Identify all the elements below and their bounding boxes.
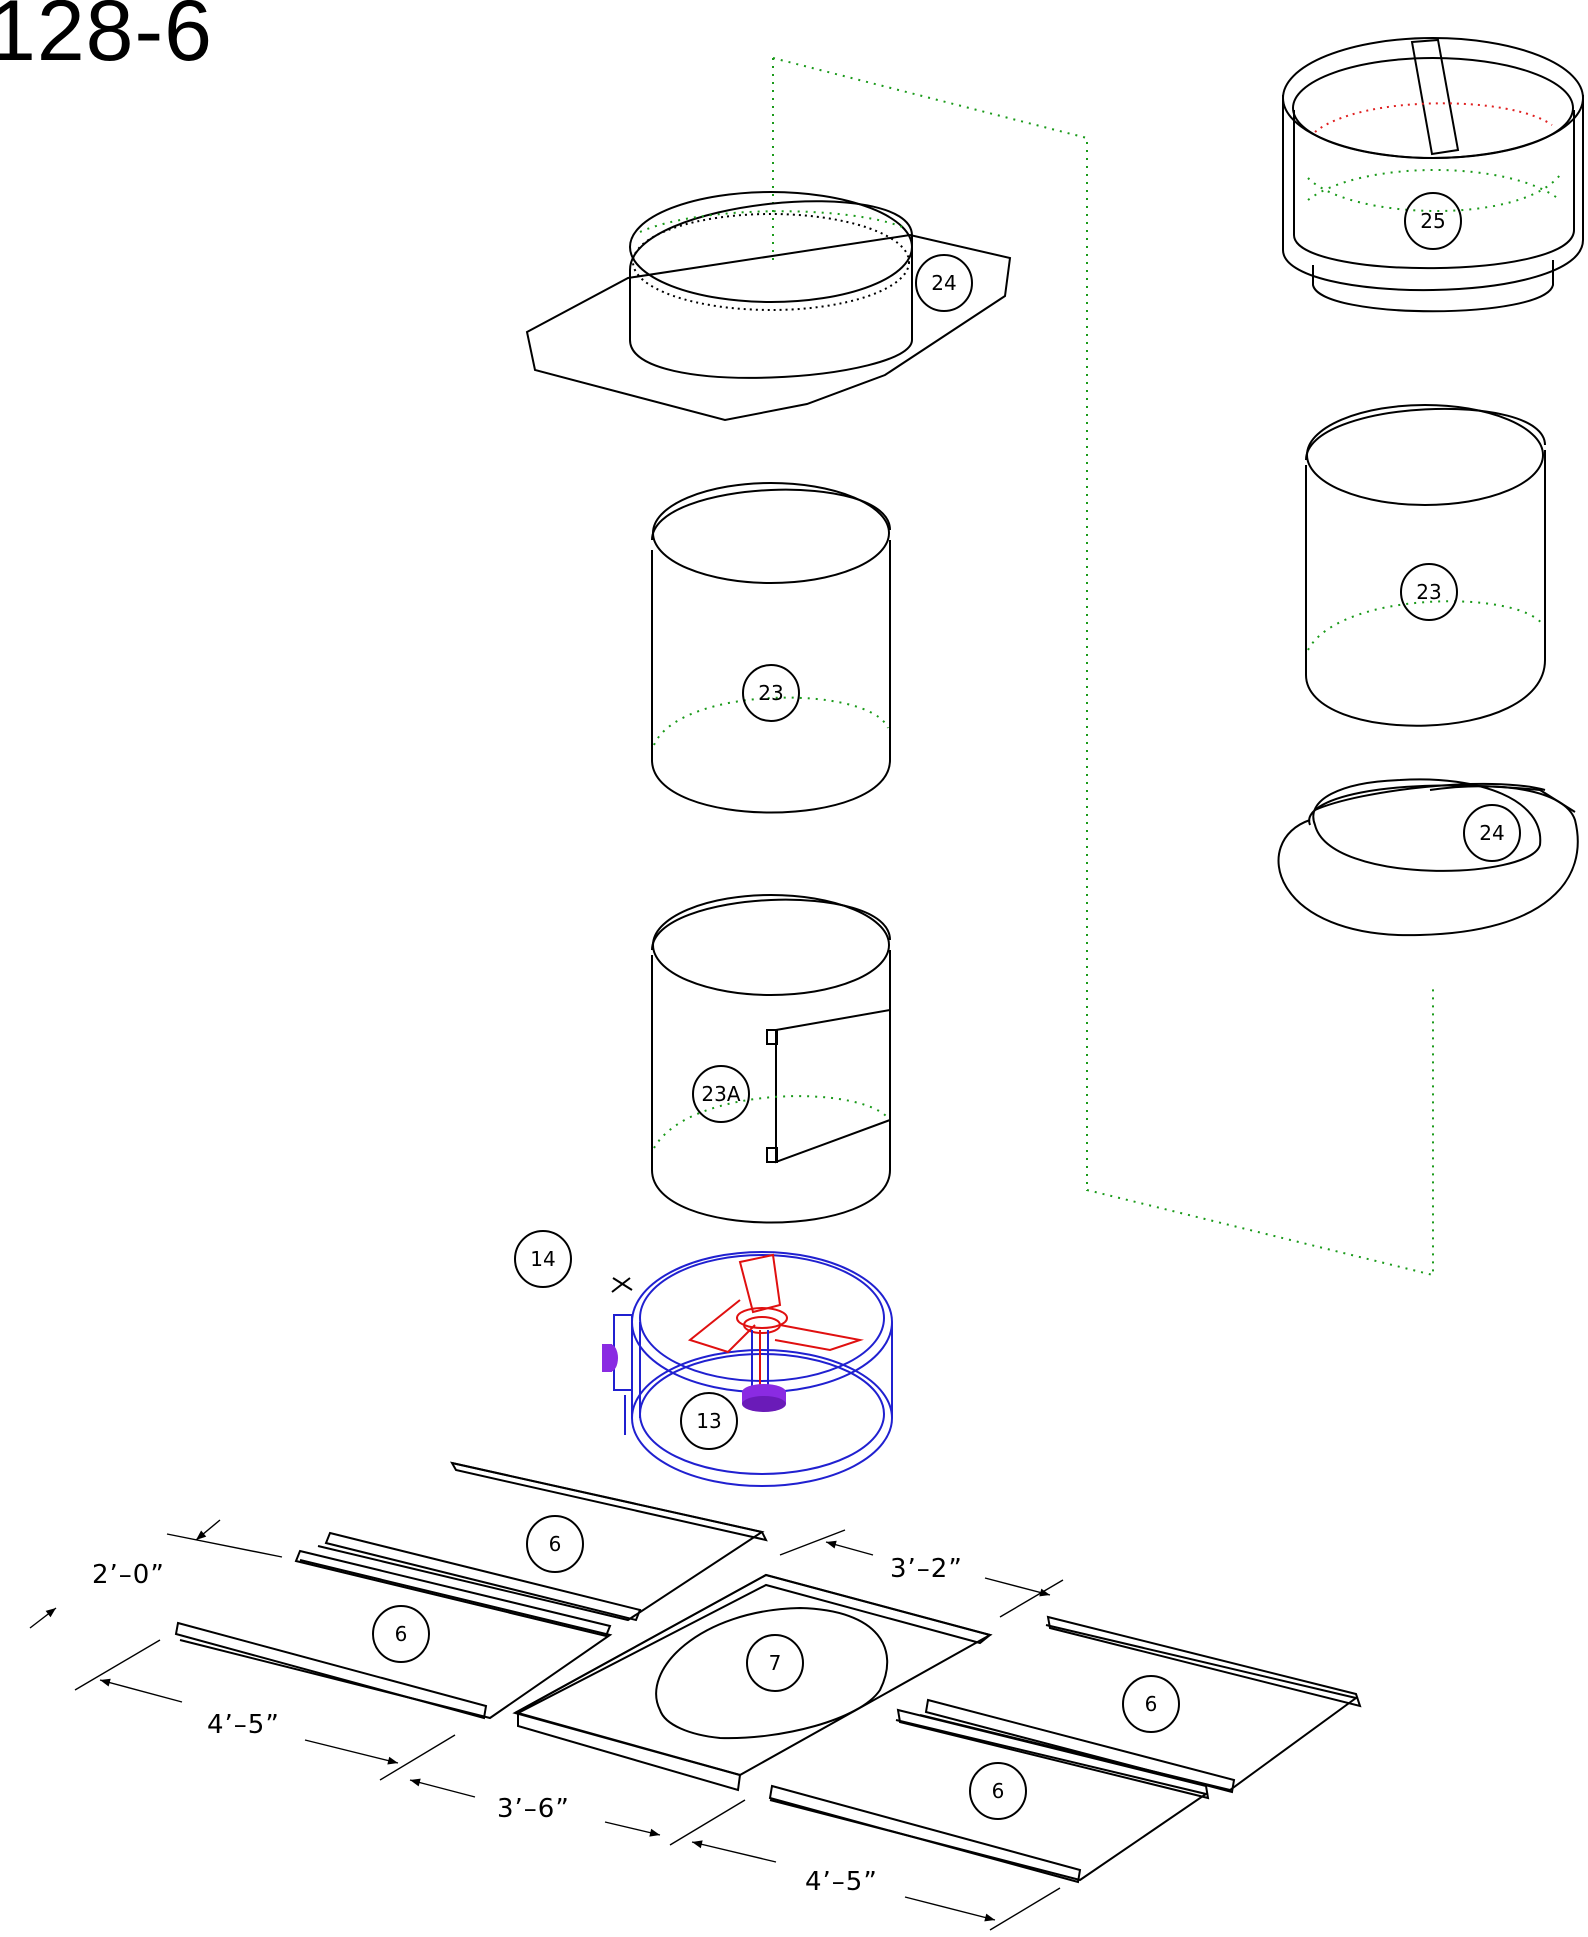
dimension-lines — [29, 1519, 1064, 1931]
svg-text:6: 6 — [549, 1532, 562, 1556]
part-6-panel-lower-left — [174, 1549, 613, 1720]
callout-25: 25 — [1404, 192, 1462, 250]
part-7-center-panel — [512, 1573, 993, 1792]
svg-text:6: 6 — [1145, 1692, 1158, 1716]
callout-23-left: 23 — [742, 664, 800, 722]
callout-6-upper-right: 6 — [1122, 1675, 1180, 1733]
callout-6-upper-left: 6 — [526, 1515, 584, 1573]
callout-24-top: 24 — [915, 254, 973, 312]
part-6-panel-upper-left — [317, 1461, 768, 1622]
svg-text:24: 24 — [931, 271, 956, 295]
svg-text:7: 7 — [769, 1651, 782, 1675]
part-6-panel-upper-right — [919, 1615, 1362, 1794]
drawing-number: 128-6 — [0, 0, 213, 79]
callout-13: 13 — [680, 1392, 738, 1450]
part-24-adapter-plate-top — [525, 191, 1012, 422]
svg-text:23A: 23A — [701, 1082, 740, 1106]
callout-6-lower-right: 6 — [969, 1762, 1027, 1820]
part-24-base-ring-right — [1277, 778, 1579, 937]
part-14-impeller — [687, 1253, 864, 1395]
part-23-cylinder-left — [651, 482, 891, 814]
svg-text:23: 23 — [758, 681, 783, 705]
callout-14: 14 — [514, 1230, 572, 1288]
part-23-cylinder-right — [1305, 404, 1546, 727]
svg-text:23: 23 — [1416, 580, 1441, 604]
dim-4-5-right: 4’–5” — [805, 1867, 878, 1897]
motor-base-weights — [602, 1344, 786, 1412]
dim-3-2: 3’–2” — [890, 1554, 963, 1584]
callout-7: 7 — [746, 1634, 804, 1692]
callout-23a: 23A — [692, 1065, 750, 1123]
svg-text:6: 6 — [395, 1622, 408, 1646]
callout-24-right: 24 — [1463, 804, 1521, 862]
svg-text:13: 13 — [696, 1409, 721, 1433]
callout-23-right: 23 — [1400, 563, 1458, 621]
svg-text:25: 25 — [1420, 209, 1445, 233]
svg-text:14: 14 — [530, 1247, 555, 1271]
callout-6-lower-left: 6 — [372, 1605, 430, 1663]
assembly-guide-path — [772, 57, 1434, 1277]
dim-4-5-left: 4’–5” — [207, 1710, 280, 1740]
dim-3-6: 3’–6” — [497, 1794, 570, 1824]
part-6-panel-lower-right — [768, 1708, 1210, 1884]
dim-2-0: 2’–0” — [92, 1560, 165, 1590]
svg-text:6: 6 — [992, 1779, 1005, 1803]
svg-text:24: 24 — [1479, 821, 1504, 845]
part-25-cap — [1282, 37, 1584, 313]
part-23a-cylinder-with-door — [651, 894, 891, 1224]
